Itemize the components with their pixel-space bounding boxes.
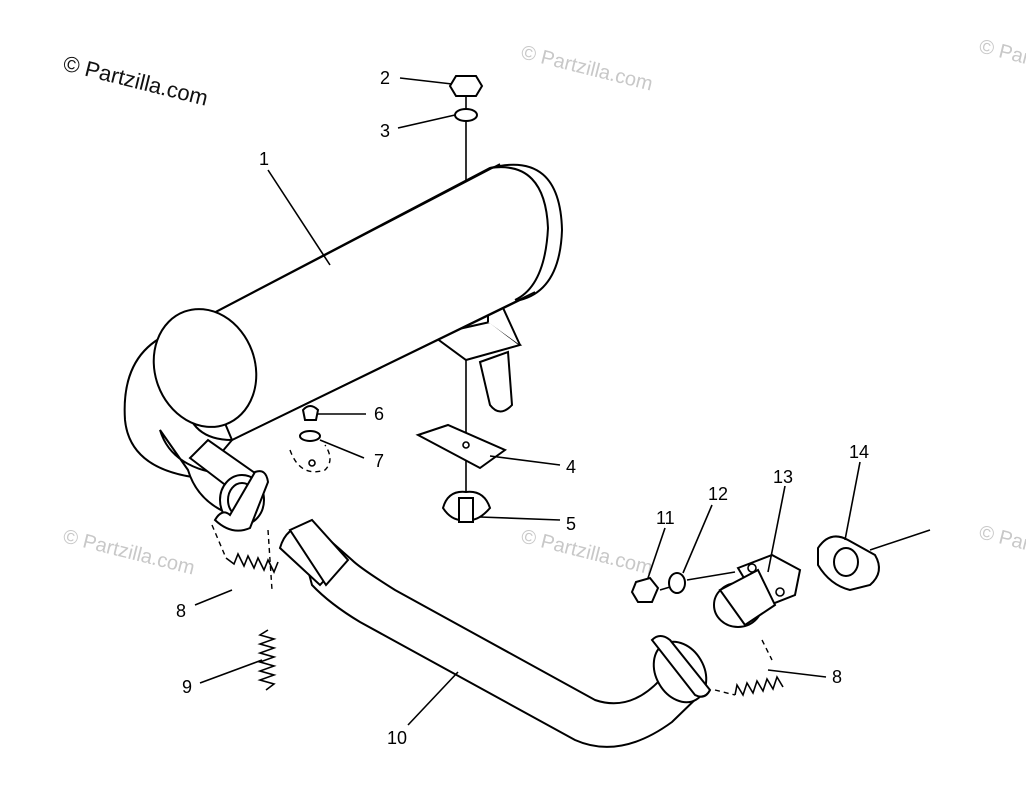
spring-right (714, 639, 784, 697)
callout-7: 7 (374, 451, 384, 471)
callout-11: 11 (656, 508, 675, 528)
flange-nut (630, 576, 660, 603)
callout-8a: 8 (176, 601, 186, 621)
muffler (123, 163, 564, 532)
callout-12: 12 (708, 484, 728, 504)
tiled-watermark: © Partzilla.com (977, 522, 1026, 576)
callout-8b: 8 (832, 667, 842, 687)
callout-5: 5 (566, 514, 576, 534)
callout-9: 9 (182, 677, 192, 697)
nut (448, 75, 484, 97)
callout-14: 14 (849, 442, 869, 462)
drain-plug (289, 405, 331, 473)
tiled-watermark: © Partzilla.com (519, 526, 655, 580)
leader-lines (194, 77, 861, 726)
callout-6: 6 (374, 404, 384, 424)
callout-2: 2 (380, 68, 390, 88)
callout-4: 4 (566, 457, 576, 477)
exhaust-gasket (817, 529, 931, 592)
rubber-grommet (441, 490, 492, 523)
tiled-watermark: © Partzilla.com (61, 526, 197, 580)
callouts: 1 2 3 4 5 6 7 8 8 9 10 11 12 13 14 (176, 68, 869, 748)
callout-1: 1 (259, 149, 269, 169)
washer (454, 108, 478, 122)
flange-washer (668, 572, 686, 594)
mounting-pad (415, 423, 508, 470)
callout-3: 3 (380, 121, 390, 141)
tiled-watermark: © Partzilla.com (977, 36, 1026, 90)
spring-lower (257, 629, 277, 691)
copyright-watermark: © Partzilla.com (61, 51, 211, 111)
exhaust-flange (713, 553, 802, 628)
callout-13: 13 (773, 467, 793, 487)
head-pipe (278, 518, 712, 748)
callout-10: 10 (387, 728, 407, 748)
spring-left (211, 524, 279, 591)
tiled-watermark: © Partzilla.com (519, 42, 655, 96)
